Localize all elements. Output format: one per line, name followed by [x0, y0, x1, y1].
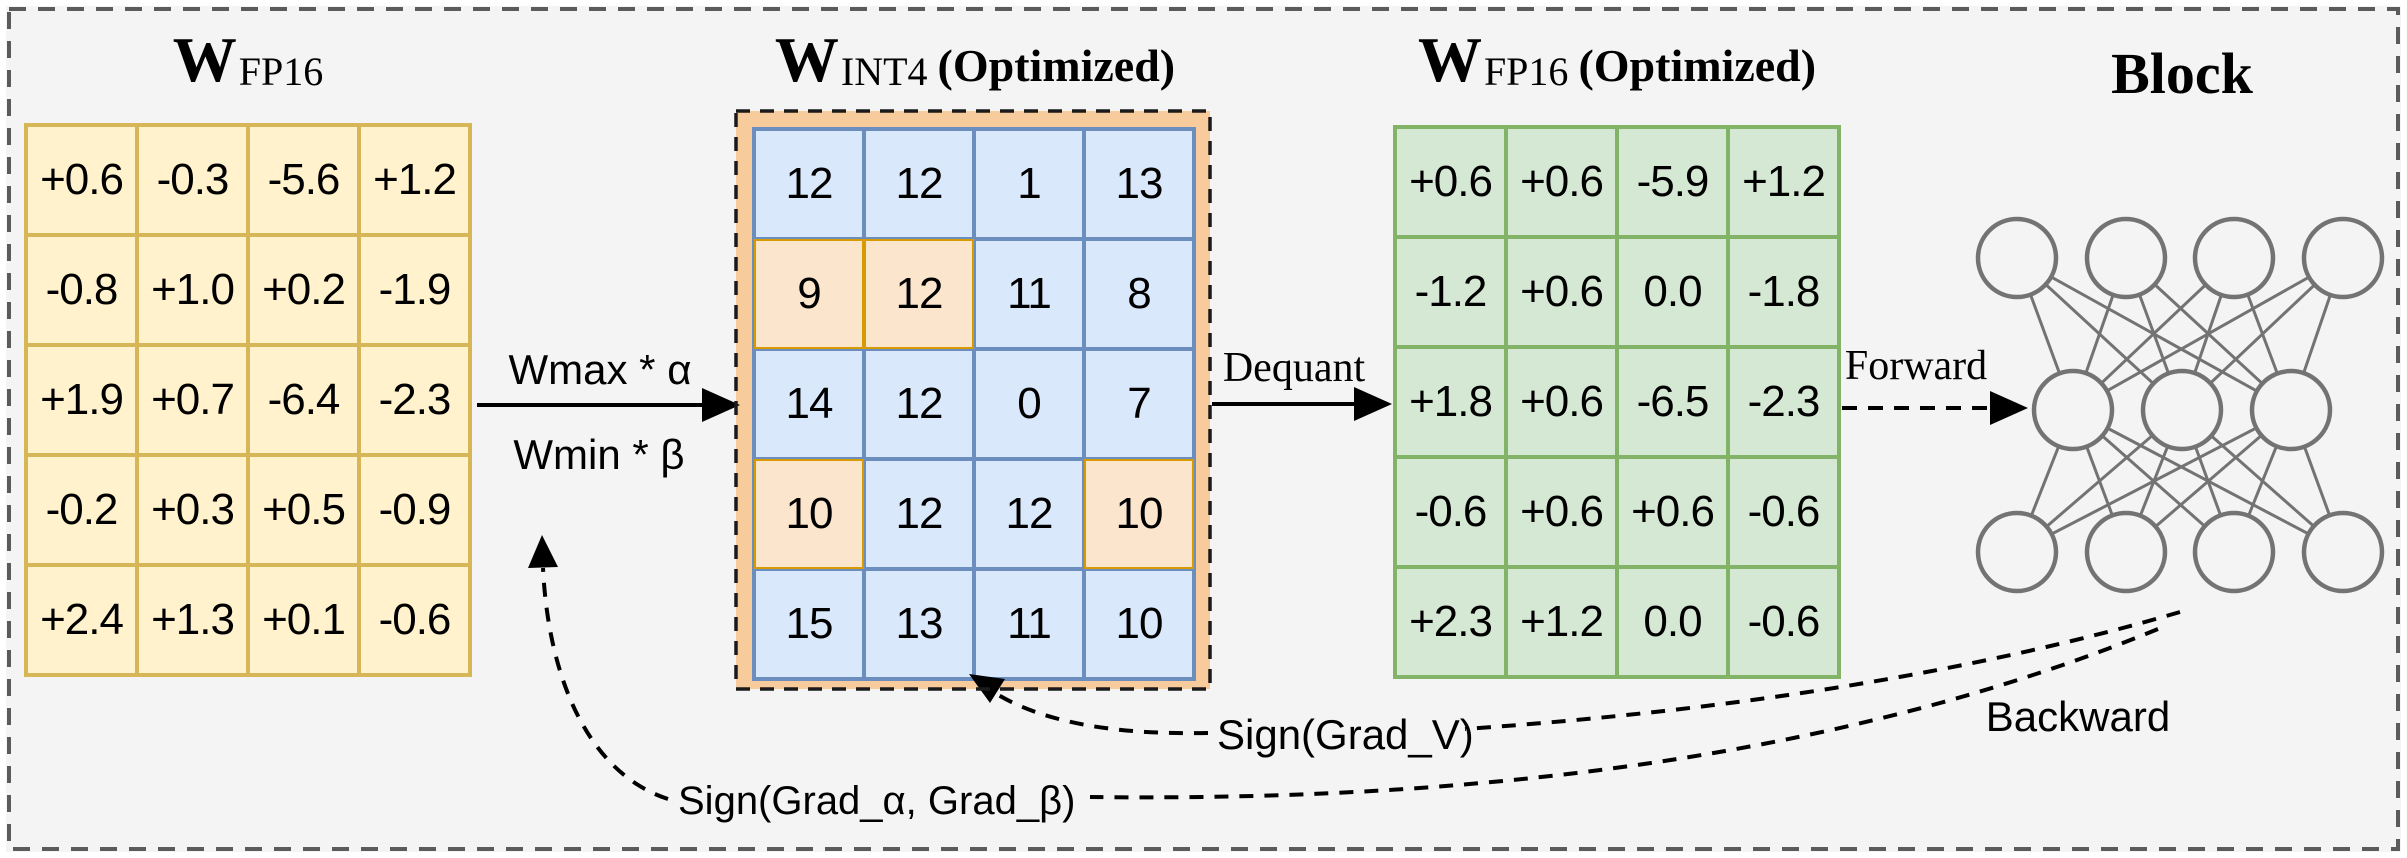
title-subscript: FP16 — [238, 49, 324, 94]
matrix-cell: +1.3 — [137, 565, 248, 675]
title-w: W — [774, 24, 839, 95]
matrix-cell: 13 — [1084, 129, 1194, 239]
matrix-cell: +0.6 — [1506, 457, 1617, 567]
title-subscript: INT4 — [840, 49, 928, 94]
matrix-cell: +0.2 — [248, 235, 359, 345]
matrix-cell: -1.2 — [1395, 237, 1506, 347]
title-suffix: (Optimized) — [1578, 40, 1817, 91]
quant-scale-min-label: Wmin * β — [513, 430, 685, 478]
matrix-cell: 1 — [974, 129, 1084, 239]
matrix-cell: -5.9 — [1617, 127, 1728, 237]
quant-scale-max-label: Wmax * α — [508, 345, 692, 393]
matrix-cell: 11 — [974, 569, 1084, 679]
matrix-cell: +1.2 — [1728, 127, 1839, 237]
matrix-cell: +0.6 — [1395, 127, 1506, 237]
dequant-label: Dequant — [1222, 344, 1366, 391]
matrix-cell: 13 — [864, 569, 974, 679]
matrix-cell: 0.0 — [1617, 567, 1728, 677]
matrix-cell: -0.3 — [137, 125, 248, 235]
matrix-cell: 0 — [974, 349, 1084, 459]
matrix-cell: +0.6 — [1617, 457, 1728, 567]
matrix-cell: 10 — [754, 459, 864, 569]
matrix-cell: -6.4 — [248, 345, 359, 455]
matrix-cell: +2.4 — [26, 565, 137, 675]
matrix-cell: 10 — [1084, 569, 1194, 679]
matrix-cell: +0.6 — [1506, 237, 1617, 347]
matrix-cell: 12 — [974, 459, 1084, 569]
matrix-cell: +0.6 — [1506, 347, 1617, 457]
matrix-cell: -0.6 — [1395, 457, 1506, 567]
fp16-weight-matrix: +0.6-0.3-5.6+1.2 -0.8+1.0+0.2-1.9 +1.9+0.7… — [24, 123, 472, 677]
matrix-cell: -5.6 — [248, 125, 359, 235]
matrix-cell: 0.0 — [1617, 237, 1728, 347]
matrix-cell: +0.3 — [137, 455, 248, 565]
matrix-cell: 15 — [754, 569, 864, 679]
matrix-cell: 8 — [1084, 239, 1194, 349]
matrix-cell: -0.2 — [26, 455, 137, 565]
matrix-cell: +1.2 — [1506, 567, 1617, 677]
matrix-cell: +0.5 — [248, 455, 359, 565]
matrix-cell: -0.6 — [1728, 457, 1839, 567]
matrix-cell: -2.3 — [1728, 347, 1839, 457]
matrix-cell: 12 — [864, 459, 974, 569]
title-suffix: (Optimized) — [937, 40, 1176, 91]
matrix-cell: 12 — [864, 129, 974, 239]
matrix-cell: 12 — [754, 129, 864, 239]
matrix-cell: +0.6 — [1506, 127, 1617, 237]
block-title: Block — [2111, 41, 2253, 106]
forward-label: Forward — [1844, 342, 1988, 389]
matrix-cell: +2.3 — [1395, 567, 1506, 677]
matrix-cell: -1.8 — [1728, 237, 1839, 347]
matrix-cell: 12 — [864, 239, 974, 349]
matrix-cell: +1.8 — [1395, 347, 1506, 457]
matrix-cell: 14 — [754, 349, 864, 459]
matrix-cell: 10 — [1084, 459, 1194, 569]
matrix-cell: -1.9 — [359, 235, 470, 345]
sign-grad-v-label: Sign(Grad_V) — [1217, 710, 1474, 758]
matrix-cell: 9 — [754, 239, 864, 349]
title-subscript: FP16 — [1483, 49, 1569, 94]
matrix-cell: -0.6 — [359, 565, 470, 675]
title-w: W — [1417, 24, 1482, 95]
matrix-cell: +0.6 — [26, 125, 137, 235]
matrix-cell: -0.9 — [359, 455, 470, 565]
matrix-cell: +1.9 — [26, 345, 137, 455]
backward-label: Backward — [1985, 692, 2171, 740]
matrix-cell: 11 — [974, 239, 1084, 349]
matrix-cell: -6.5 — [1617, 347, 1728, 457]
matrix-cell: -0.8 — [26, 235, 137, 345]
matrix-cell: +1.0 — [137, 235, 248, 345]
matrix-cell: -2.3 — [359, 345, 470, 455]
title-w: W — [172, 24, 237, 95]
matrix-cell: +1.2 — [359, 125, 470, 235]
matrix-cell: 12 — [864, 349, 974, 459]
matrix-cell: +0.7 — [137, 345, 248, 455]
matrix-cell: +0.1 — [248, 565, 359, 675]
matrix-cell: 7 — [1084, 349, 1194, 459]
matrix-cell: -0.6 — [1728, 567, 1839, 677]
sign-grad-alpha-beta-label: Sign(Grad_α, Grad_β) — [678, 779, 1076, 823]
